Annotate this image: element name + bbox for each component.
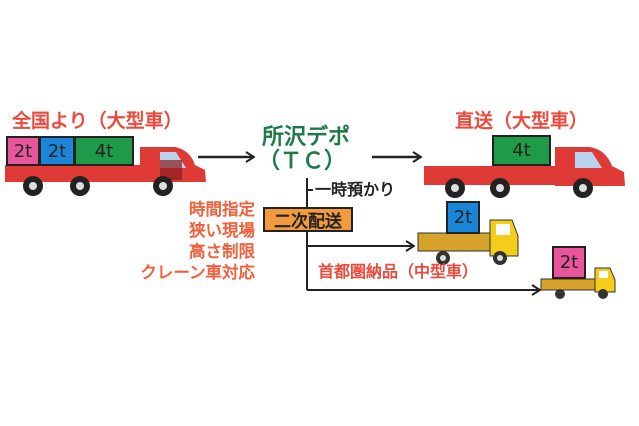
source-label: 全国より（大型車） — [12, 110, 183, 132]
metro-label: 首都圏納品（中型車） — [318, 262, 479, 281]
cargo-direct-4t: 4t — [492, 135, 551, 166]
depot-name: 所沢デポ — [262, 125, 351, 150]
temporary-label: 一時預かり — [315, 180, 396, 199]
large-truck-right — [424, 147, 625, 198]
cargo-secondary-2t: 2t — [446, 201, 480, 234]
reason-4: クレーン車対応 — [140, 263, 255, 282]
cargo-2t-pink: 2t — [6, 136, 40, 166]
large-truck-left — [5, 147, 206, 196]
reason-3: 高さ制限 — [189, 242, 255, 261]
cargo-metro-2t: 2t — [552, 246, 586, 279]
depot-code: （ＴＣ） — [258, 149, 347, 174]
small-truck — [540, 267, 616, 299]
yellow-truck — [417, 219, 519, 265]
reason-2: 狭い現場 — [189, 221, 255, 240]
cargo-4t: 4t — [74, 136, 134, 166]
secondary-delivery-box: 二次配送 — [263, 207, 353, 232]
direct-label: 直送（大型車） — [455, 110, 589, 132]
cargo-2t-blue: 2t — [39, 136, 75, 166]
reason-1: 時間指定 — [189, 200, 255, 219]
